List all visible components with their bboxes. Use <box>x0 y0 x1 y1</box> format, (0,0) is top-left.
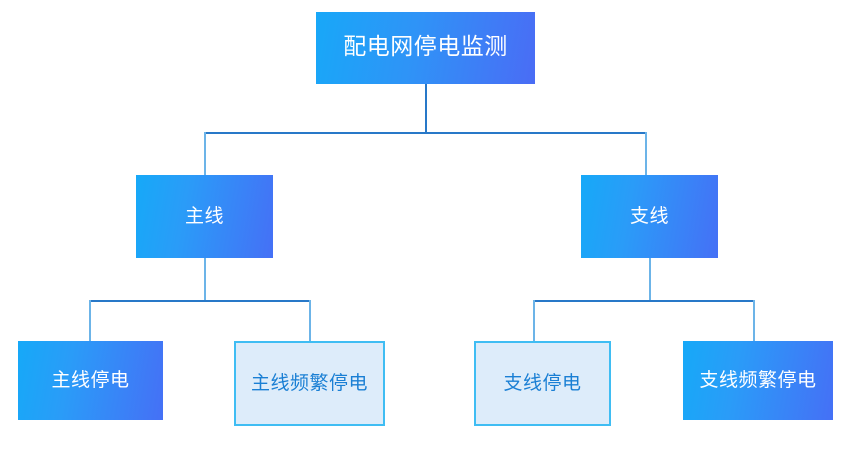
connector-to-branch <box>645 132 647 176</box>
node-main-line[interactable]: 主线 <box>136 175 273 258</box>
connector-to-main <box>204 132 206 176</box>
node-main-line-frequent-outage[interactable]: 主线频繁停电 <box>234 341 385 426</box>
connector-branch-bus <box>533 300 755 302</box>
connector-to-branch-outage <box>533 300 535 342</box>
connector-main-stem <box>204 258 206 301</box>
connector-branch-stem <box>649 258 651 301</box>
connector-root-stem <box>425 84 427 133</box>
connector-level2-bus <box>204 132 647 134</box>
connector-to-branch-frequent <box>753 300 755 342</box>
node-branch-line-frequent-outage[interactable]: 支线频繁停电 <box>683 341 833 420</box>
connector-to-main-outage <box>89 300 91 342</box>
node-root-distribution-network-outage-monitoring[interactable]: 配电网停电监测 <box>316 12 535 84</box>
node-main-line-outage[interactable]: 主线停电 <box>18 341 163 420</box>
node-branch-line[interactable]: 支线 <box>581 175 718 258</box>
connector-main-bus <box>89 300 311 302</box>
node-branch-line-outage[interactable]: 支线停电 <box>474 341 611 426</box>
connector-to-main-frequent <box>309 300 311 342</box>
